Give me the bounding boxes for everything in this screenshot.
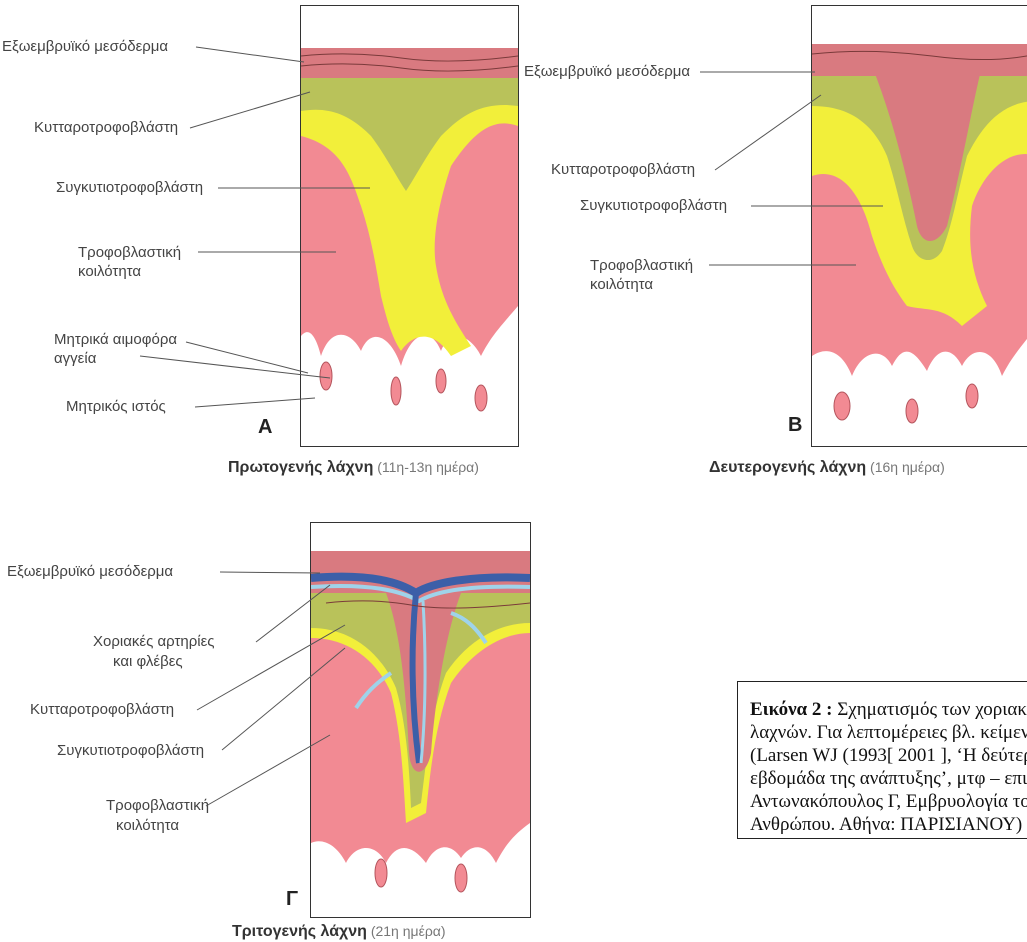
panel-c-label-syncytiotrophoblast: Συγκυτιοτροφοβλάστη	[57, 741, 204, 760]
panel-c-diagram	[310, 522, 531, 918]
panel-c-letter: Γ	[286, 888, 298, 911]
panel-c-caption: Τριτογενής λάχνη (21η ημέρα)	[232, 923, 446, 941]
panel-c-label-mesoderm: Εξωεμβρυϊκό μεσόδερμα	[7, 562, 173, 581]
panel-b-label-mesoderm: Εξωεμβρυϊκό μεσόδερμα	[524, 62, 690, 81]
panel-a-label-vessels-2: αγγεία	[54, 349, 96, 368]
panel-b-caption-title: Δευτερογενής λάχνη	[709, 459, 866, 476]
panel-b-caption: Δευτερογενής λάχνη (16η ημέρα)	[709, 459, 945, 477]
secondary-villus-illustration	[812, 6, 1027, 446]
caption-line-5: Αντωνακόπουλος Γ, Εμβρυολογία του	[750, 790, 1027, 813]
panel-a-letter: A	[258, 416, 272, 439]
caption-line-3: (Larsen WJ (1993[ 2001 ], ‘Η δεύτερη	[750, 744, 1027, 767]
panel-c-label-lacuna-1: Τροφοβλαστική	[106, 796, 209, 815]
figure-caption-box: Εικόνα 2 : Σχηματισμός των χοριακών λαχν…	[737, 681, 1027, 839]
caption-line-6: Ανθρώπου. Αθήνα: ΠΑΡΙΣΙΑΝΟΥ)	[750, 813, 1022, 836]
caption-line-1: Εικόνα 2 : Σχηματισμός των χοριακών	[750, 698, 1027, 721]
panel-c-label-cytotrophoblast: Κυτταροτροφοβλάστη	[30, 700, 174, 719]
panel-a-label-mesoderm: Εξωεμβρυϊκό μεσόδερμα	[2, 37, 168, 56]
panel-c-caption-days: (21η ημέρα)	[367, 923, 446, 939]
panel-a-label-cytotrophoblast: Κυτταροτροφοβλάστη	[34, 118, 178, 137]
panel-b-label-cytotrophoblast: Κυτταροτροφοβλάστη	[551, 160, 695, 179]
primary-villus-illustration	[301, 6, 518, 446]
caption-title: Εικόνα 2 :	[750, 699, 833, 720]
panel-a-caption-title: Πρωτογενής λάχνη	[228, 459, 373, 476]
panel-c-label-arteries-1: Χοριακές αρτηρίες	[93, 632, 215, 651]
panel-a-label-syncytiotrophoblast: Συγκυτιοτροφοβλάστη	[56, 178, 203, 197]
caption-line-4: εβδομάδα της ανάπτυξης’, μτφ – επιμ.	[750, 767, 1027, 790]
panel-a-label-vessels-1: Μητρικά αιμοφόρα	[54, 330, 177, 349]
panel-b-diagram	[811, 5, 1027, 447]
panel-b-letter: B	[788, 414, 802, 437]
panel-a-label-maternal-tissue: Μητρικός ιστός	[66, 397, 166, 416]
panel-a-label-lacuna-1: Τροφοβλαστική	[78, 243, 181, 262]
panel-b-label-lacuna-1: Τροφοβλαστική	[590, 256, 693, 275]
caption-line-2: λαχνών. Για λεπτομέρειες βλ. κείμενο	[750, 721, 1027, 744]
panel-b-label-syncytiotrophoblast: Συγκυτιοτροφοβλάστη	[580, 196, 727, 215]
panel-a-diagram	[300, 5, 519, 447]
panel-a-caption-days: (11η-13η ημέρα)	[373, 459, 479, 475]
caption-line-1-text: Σχηματισμός των χοριακών	[833, 699, 1027, 720]
panel-b-label-lacuna-2: κοιλότητα	[590, 275, 653, 294]
tertiary-villus-illustration	[311, 523, 530, 917]
panel-a-label-lacuna-2: κοιλότητα	[78, 262, 141, 281]
panel-c-caption-title: Τριτογενής λάχνη	[232, 923, 367, 940]
panel-a-caption: Πρωτογενής λάχνη (11η-13η ημέρα)	[228, 459, 479, 477]
panel-c-label-lacuna-2: κοιλότητα	[116, 816, 179, 835]
panel-b-caption-days: (16η ημέρα)	[866, 459, 945, 475]
panel-c-label-arteries-2: και φλέβες	[113, 652, 183, 671]
